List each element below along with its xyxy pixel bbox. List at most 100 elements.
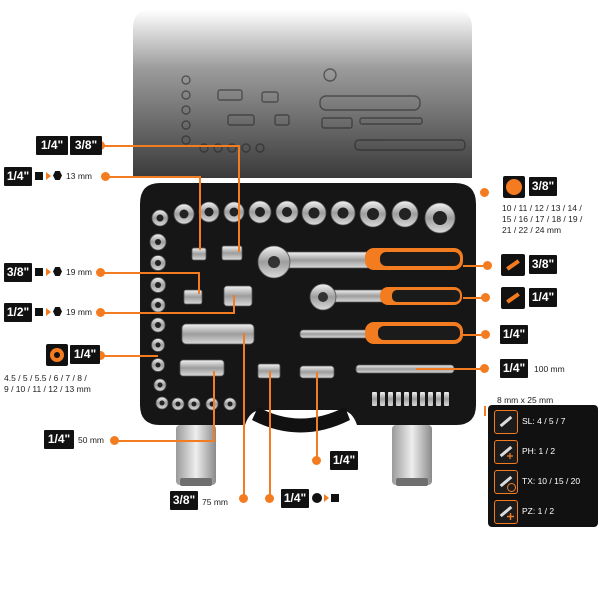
badge-ujoint-quarter: 1/4" <box>330 451 358 470</box>
square-drive-icon <box>331 494 339 502</box>
ratchet-large <box>257 245 463 279</box>
phillips-bit-icon <box>494 440 518 464</box>
dot-ratchet-38 <box>483 261 492 270</box>
ratchet-icon <box>501 287 525 309</box>
arrow-right-icon <box>46 308 51 316</box>
dot-sockets-quarter <box>96 351 105 360</box>
case-handle <box>252 407 350 433</box>
leader-sockets-quarter <box>100 355 158 357</box>
dot-ext-quarter <box>110 436 119 445</box>
adapter-half-size: 19 mm <box>66 307 92 317</box>
leader-ext-long <box>416 368 484 370</box>
leader-adapter-half <box>100 312 235 314</box>
bit-label: TX: 10 / 15 / 20 <box>522 476 581 486</box>
sockets-three-eighth-sizes-line1: 10 / 11 / 12 / 13 / 14 / <box>502 203 582 213</box>
dot-ext-long <box>480 364 489 373</box>
dot-adapter-half <box>96 308 105 317</box>
socket-icon <box>312 493 322 503</box>
square-drive-icon <box>35 308 43 316</box>
hex-socket-icon <box>53 171 62 180</box>
case-lid <box>133 10 472 178</box>
leader-adapter-three-eighth <box>100 272 200 274</box>
leader-ratchet-14 <box>463 297 485 299</box>
leader-adapter-quarter <box>105 176 201 178</box>
spinner-handle <box>299 322 463 344</box>
arrow-right-icon <box>46 172 51 180</box>
badge-ratchet-three-eighth: 3/8" <box>529 255 557 274</box>
ext-quarter-size: 50 mm <box>78 435 104 445</box>
leader-ext-three-eighth-v <box>243 333 245 499</box>
pozidriv-bit-icon <box>494 500 518 524</box>
leader-ratchet-38 <box>463 265 487 267</box>
dot-ratchet-14 <box>481 293 490 302</box>
badge-adapter-half: 1/2" <box>4 303 32 322</box>
leader-ext-quarter-v <box>213 371 215 442</box>
dot-sockets-three-eighth <box>480 188 489 197</box>
leader-handle-14 <box>463 334 485 336</box>
dot-ujoint <box>312 456 321 465</box>
torx-bit-icon <box>494 470 518 494</box>
left-latch <box>176 425 216 485</box>
quarter-socket-column <box>149 233 237 411</box>
badge-sockets-quarter: 1/4" <box>70 345 100 364</box>
leader-ujoint-v <box>316 372 318 460</box>
leader-bits <box>484 406 486 416</box>
leader-top-three-eighth <box>100 145 240 147</box>
badge-adapter-quarter: 1/4" <box>4 167 32 186</box>
right-latch <box>392 425 432 485</box>
leader-adapter-three-eighth-v <box>198 272 200 294</box>
adapter-three-eighth-size: 19 mm <box>66 267 92 277</box>
bit-row: PZ: 1 / 2 <box>494 498 592 524</box>
bit-row: PH: 1 / 2 <box>494 438 592 464</box>
bit-row: TX: 10 / 15 / 20 <box>494 468 592 494</box>
adapters <box>179 245 455 379</box>
slotted-bit-icon <box>494 410 518 434</box>
dot-ext-three-eighth <box>239 494 248 503</box>
badge-adapter-bottom: 1/4" <box>281 489 309 508</box>
leader-top-three-eighth-v <box>238 145 240 252</box>
arrow-right-icon <box>46 268 51 276</box>
adapter-quarter-size: 13 mm <box>66 171 92 181</box>
leader-adapter-half-v <box>233 295 235 314</box>
square-drive-icon <box>35 268 43 276</box>
bits-size: 8 mm x 25 mm <box>497 395 554 405</box>
ext-three-eighth-size: 75 mm <box>202 497 228 507</box>
hex-socket-icon <box>53 307 62 316</box>
dot-adapter-bottom <box>265 494 274 503</box>
socket-icon <box>503 176 525 198</box>
badge-sockets-three-eighth: 3/8" <box>529 177 557 196</box>
badge-top-three-eighth: 3/8" <box>70 136 102 155</box>
badge-ratchet-quarter: 1/4" <box>529 288 557 307</box>
square-drive-icon <box>35 172 43 180</box>
badge-ext-long-quarter: 1/4" <box>500 359 528 378</box>
badge-handle-quarter: 1/4" <box>500 325 528 344</box>
bit-label: PZ: 1 / 2 <box>522 506 555 516</box>
dot-handle-14 <box>481 330 490 339</box>
dot-adapter-three-eighth <box>96 268 105 277</box>
badge-ext-quarter: 1/4" <box>44 430 74 449</box>
badge-ext-three-eighth: 3/8" <box>170 491 198 510</box>
ext-long-size: 100 mm <box>534 364 565 374</box>
badge-adapter-three-eighth: 3/8" <box>4 263 32 282</box>
sockets-quarter-sizes-line1: 4.5 / 5 / 5.5 / 6 / 7 / 8 / <box>4 373 87 383</box>
bit-label: PH: 1 / 2 <box>522 446 556 456</box>
sockets-three-eighth-sizes-line2: 15 / 16 / 17 / 18 / 19 / <box>502 214 583 224</box>
badge-top-quarter: 1/4" <box>36 136 68 155</box>
dot-adapter-quarter <box>101 172 110 181</box>
hex-socket-icon <box>53 267 62 276</box>
sockets-quarter-sizes-line2: 9 / 10 / 11 / 12 / 13 mm <box>4 384 91 394</box>
leader-ext-quarter <box>113 440 215 442</box>
leader-adapter-quarter-v <box>199 176 201 250</box>
bits-panel: SL: 4 / 5 / 7 PH: 1 / 2 TX: 10 / 15 / 20… <box>488 405 598 527</box>
socket-icon <box>46 344 68 366</box>
leader-adapter-bottom-v <box>269 371 271 499</box>
sockets-three-eighth-sizes-line3: 21 / 22 / 24 mm <box>502 225 562 235</box>
ratchet-small <box>309 283 462 311</box>
lid-imprint <box>181 68 466 153</box>
arrow-right-icon <box>324 494 329 502</box>
bit-row: SL: 4 / 5 / 7 <box>494 408 592 434</box>
ratchet-icon <box>501 254 525 276</box>
bit-strip <box>372 392 449 406</box>
